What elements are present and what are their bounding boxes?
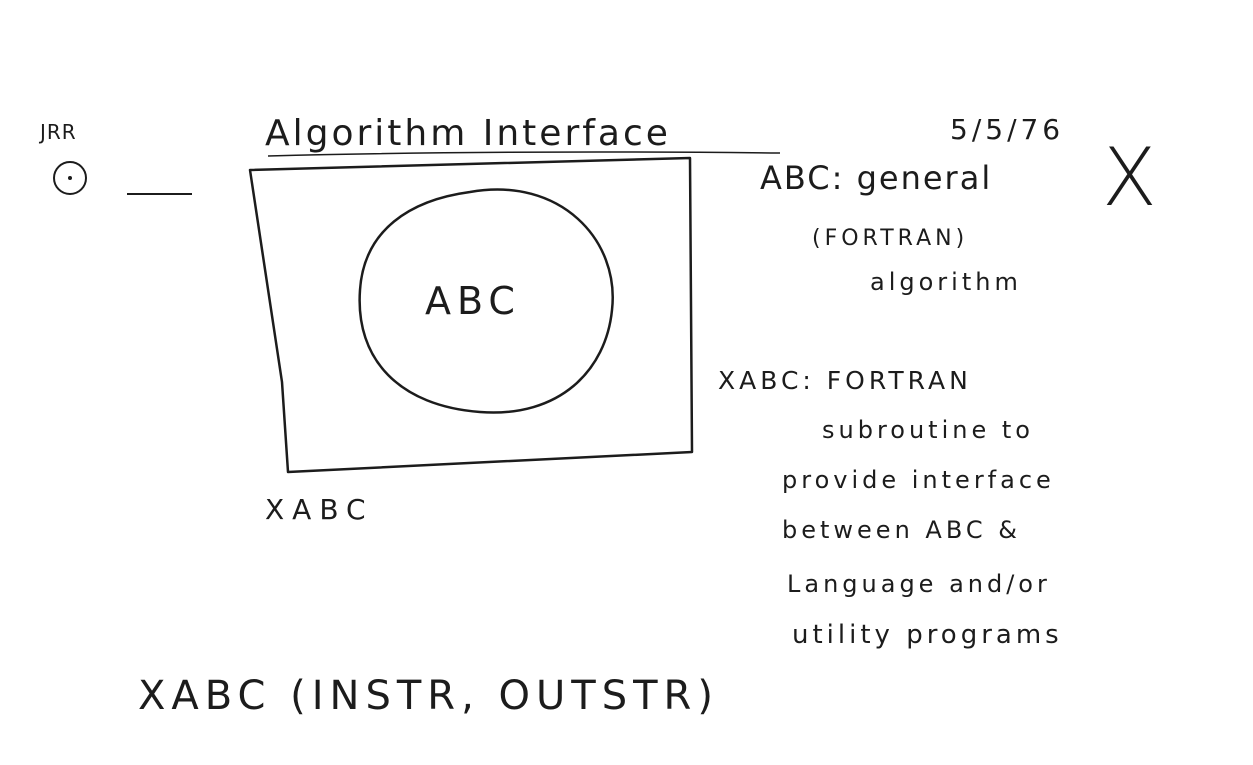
date-label: 5/5/76	[950, 113, 1065, 146]
abc-definition-line-1: ABC: general	[760, 159, 993, 197]
page-title: Algorithm Interface	[265, 113, 671, 154]
xabc-label: XABC	[265, 493, 374, 526]
xabc-definition-line-4: between ABC &	[782, 516, 1021, 544]
marker-dot	[68, 176, 72, 180]
xabc-definition-line-3: provide interface	[782, 466, 1055, 494]
xabc-definition-line-5: Language and/or	[787, 570, 1051, 598]
abc-circle	[358, 188, 614, 414]
corner-x-mark: X	[1102, 131, 1157, 224]
xabc-box	[248, 156, 694, 474]
xabc-definition-line-2: subroutine to	[822, 416, 1034, 444]
call-signature: XABC (INSTR, OUTSTR)	[138, 673, 719, 719]
title-underline	[267, 151, 781, 157]
abc-definition-line-3: algorithm	[870, 268, 1022, 296]
circled-marker	[53, 161, 87, 195]
xabc-definition-line-6: utility programs	[792, 620, 1063, 650]
xabc-definition-line-1: XABC: FORTRAN	[718, 366, 972, 395]
abc-label: ABC	[425, 279, 521, 323]
abc-definition-line-2: (FORTRAN)	[812, 226, 969, 251]
author-initials: JRR	[40, 120, 77, 144]
